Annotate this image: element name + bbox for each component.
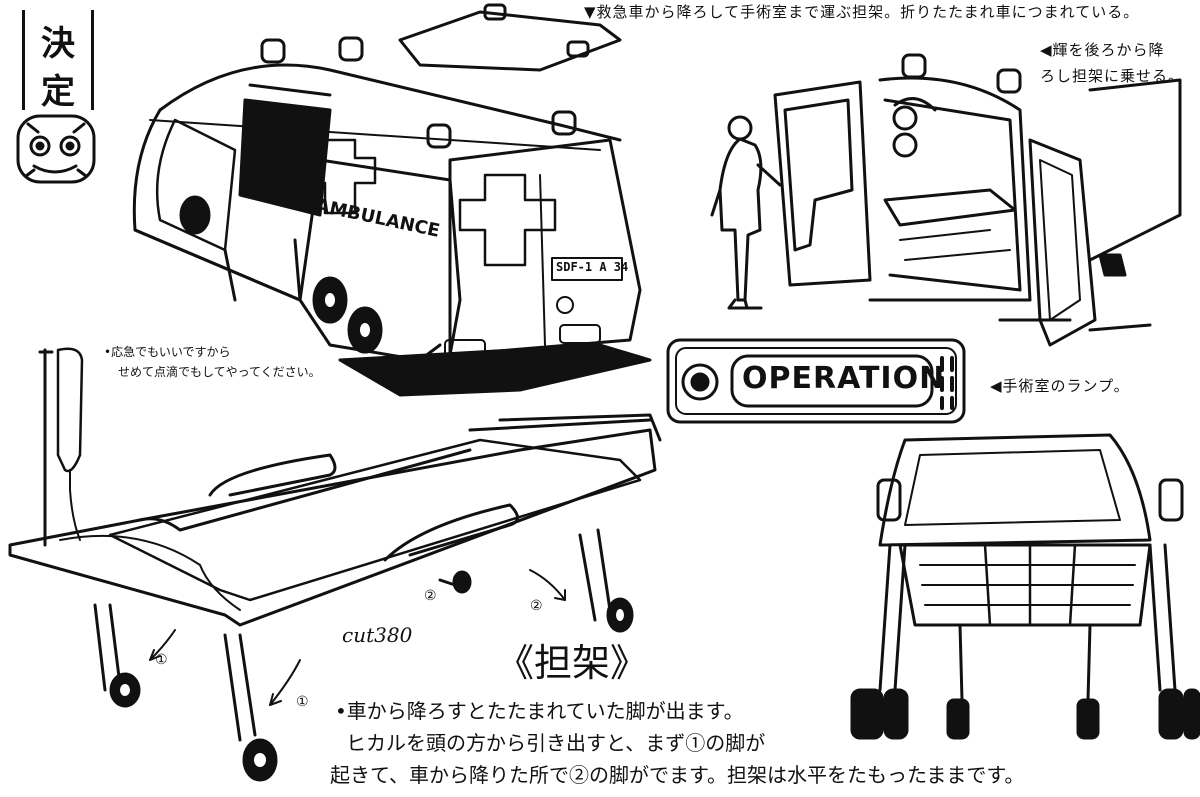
approval-stamp: 決 定 [22,10,94,112]
license-plate: SDF-1 A 34 [556,260,629,274]
stamp-char-2: 定 [41,72,75,112]
iv-note-line1: •応急でもいいですから [104,345,231,359]
stretcher-rear-view-drawing [850,433,1200,740]
operation-lamp-drawing [666,338,966,424]
ambulance-drawing [132,3,652,397]
leg-marker-2a: ② [424,588,437,604]
stretcher-desc-line1: •車から降ろすとたたまれていた脚が出ます。 [335,699,744,723]
caption-lamp: ◀手術室のランプ。 [990,377,1130,395]
rear-doors-drawing [710,53,1182,347]
stretcher-desc-line2: ヒカルを頭の方から引き出すと、まず①の脚が [346,731,766,755]
leg-marker-1a: ① [155,652,168,668]
caption-right-line1: ◀輝を後ろから降 [1040,41,1165,59]
stretcher-title: 《担架》 [496,641,649,685]
stretcher-drawing [8,347,662,782]
caption-top: ▼救急車から降ろして手術室まで運ぶ担架。折りたたまれ車につまれている。 [584,3,1140,21]
caption-right-line2: ろし担架に乗せる。 [1040,67,1185,85]
stamp-char-1: 決 [41,24,75,64]
leg-marker-1b: ① [296,694,309,710]
stretcher-desc-line3: 起きて、車から降りた所で②の脚がでます。担架は水平をたもったままです。 [330,763,1025,787]
leg-marker-2b: ② [530,598,543,614]
mascot-drawing [16,114,96,184]
iv-note-line2: せめて点滴でもしてやってください。 [118,365,321,379]
operation-lamp-label: OPERATION [742,361,946,396]
cut-label: cut380 [342,623,413,647]
